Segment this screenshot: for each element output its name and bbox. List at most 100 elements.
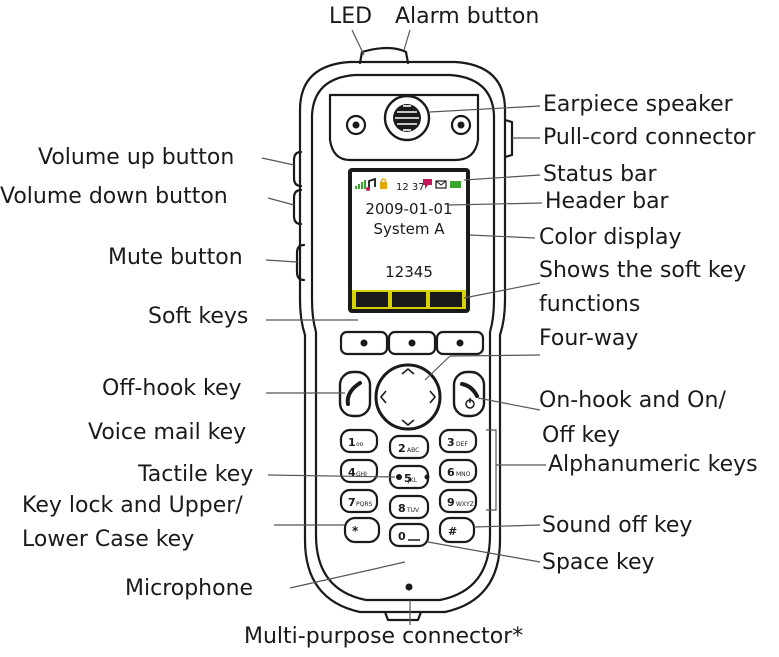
status-time: 12 37 <box>396 182 425 193</box>
label-sound-off-key: Sound off key <box>542 513 693 538</box>
mail-icon <box>435 180 447 189</box>
microphone <box>405 583 413 591</box>
svg-text:DEF: DEF <box>456 441 468 448</box>
svg-text:9: 9 <box>447 496 455 509</box>
soft-key-left[interactable] <box>339 330 389 356</box>
on-hook-key[interactable] <box>452 370 486 418</box>
leader-header <box>447 202 543 206</box>
ringer-icon <box>368 177 376 189</box>
leader-volup <box>261 157 295 166</box>
led-bump <box>358 46 410 65</box>
key-0[interactable] <box>388 522 430 548</box>
softkey-function-bar <box>352 290 466 309</box>
svg-text:3: 3 <box>447 436 455 449</box>
leader-led <box>351 29 365 56</box>
leader-onhook <box>477 397 541 411</box>
header-date: 2009-01-01 <box>365 200 452 218</box>
volume-down-button[interactable] <box>292 188 303 226</box>
svg-text:4: 4 <box>348 466 356 479</box>
key-1[interactable] <box>339 428 379 454</box>
label-space-key: Space key <box>542 550 655 575</box>
svg-text:7: 7 <box>348 496 356 509</box>
label-off-hook-key: Off-hook key <box>102 376 242 401</box>
svg-text:8: 8 <box>398 502 406 515</box>
header-system: System A <box>374 220 446 238</box>
earpiece-screw-right <box>450 114 472 136</box>
volume-up-button[interactable] <box>292 150 303 188</box>
soft-key-middle[interactable] <box>387 330 437 356</box>
label-key-lock-1: Key lock and Upper/ <box>22 493 243 518</box>
key-9[interactable] <box>438 488 478 514</box>
status-bar: 12 37 <box>355 177 461 193</box>
label-soft-key-functions-1: Shows the soft key <box>539 258 747 283</box>
svg-text:1: 1 <box>348 436 356 449</box>
svg-text:PQRS: PQRS <box>356 501 373 508</box>
label-header-bar: Header bar <box>545 189 669 214</box>
earpiece-speaker <box>383 94 431 142</box>
svg-text:MNO: MNO <box>456 471 471 478</box>
label-led: LED <box>329 4 373 29</box>
leader-softfunc <box>463 282 541 299</box>
label-soft-keys: Soft keys <box>148 304 249 329</box>
label-alarm-button: Alarm button <box>395 4 540 29</box>
label-on-hook-2: Off key <box>542 423 620 448</box>
label-on-hook-1: On-hook and On/ <box>539 388 726 413</box>
leader-fourway <box>449 354 541 357</box>
svg-text:6: 6 <box>447 466 455 479</box>
earpiece-plate <box>328 93 480 162</box>
label-voice-mail-key: Voice mail key <box>88 420 247 445</box>
label-status-bar: Status bar <box>543 162 657 187</box>
svg-text:TUV: TUV <box>406 507 420 514</box>
earpiece-screw-left <box>345 114 367 136</box>
label-microphone: Microphone <box>125 576 254 601</box>
label-soft-key-functions-2: functions <box>539 292 641 317</box>
svg-text:*: * <box>352 524 359 538</box>
key-hash[interactable] <box>438 516 476 544</box>
label-earpiece-speaker: Earpiece speaker <box>543 92 733 117</box>
leader-space <box>427 541 541 563</box>
leader-display <box>469 234 536 239</box>
svg-text:0: 0 <box>398 530 406 543</box>
soft-key-right[interactable] <box>435 330 485 356</box>
key-7[interactable] <box>339 488 379 514</box>
phone-icon <box>345 381 362 406</box>
key-star[interactable] <box>343 516 381 544</box>
color-display: 12 37 2009-01-01 System A 12345 <box>348 168 470 313</box>
phone-inner-body <box>310 73 496 602</box>
svg-text:5: 5 <box>404 472 412 485</box>
svg-text:#: # <box>448 525 457 538</box>
key-6[interactable] <box>438 458 478 484</box>
label-key-lock-2: Lower Case key <box>22 527 195 552</box>
phone-outer-body <box>298 60 507 614</box>
svg-text:WXYZ: WXYZ <box>456 501 474 508</box>
leader-alarm <box>403 29 411 51</box>
four-way-key[interactable] <box>374 363 442 431</box>
leader-mute <box>265 259 298 263</box>
label-four-way: Four-way <box>539 326 639 351</box>
battery-icon <box>450 181 461 188</box>
key-8[interactable] <box>388 494 430 520</box>
hangup-icon <box>460 382 479 398</box>
label-volume-down-button: Volume down button <box>0 184 228 209</box>
key-3[interactable] <box>438 428 478 454</box>
svg-text:2: 2 <box>398 442 406 455</box>
leader-alphanumeric <box>486 429 497 511</box>
leader-voldown <box>267 197 295 206</box>
tactile-dot <box>396 474 402 480</box>
label-color-display: Color display <box>539 225 682 250</box>
svg-text:oo: oo <box>356 441 364 448</box>
leader-earpiece <box>429 105 541 113</box>
svg-text:GHI: GHI <box>356 471 367 478</box>
display-number: 12345 <box>385 263 433 281</box>
multi-purpose-connector <box>383 610 423 622</box>
leader-microphone <box>289 561 406 589</box>
label-pull-cord-connector: Pull-cord connector <box>543 125 756 150</box>
off-hook-key[interactable] <box>338 370 372 418</box>
key-2[interactable] <box>388 434 430 460</box>
leader-soundoff <box>473 524 541 528</box>
label-mute-button: Mute button <box>108 245 243 270</box>
mute-button[interactable] <box>295 243 306 282</box>
key-4[interactable] <box>339 458 379 484</box>
message-icon <box>423 179 432 189</box>
